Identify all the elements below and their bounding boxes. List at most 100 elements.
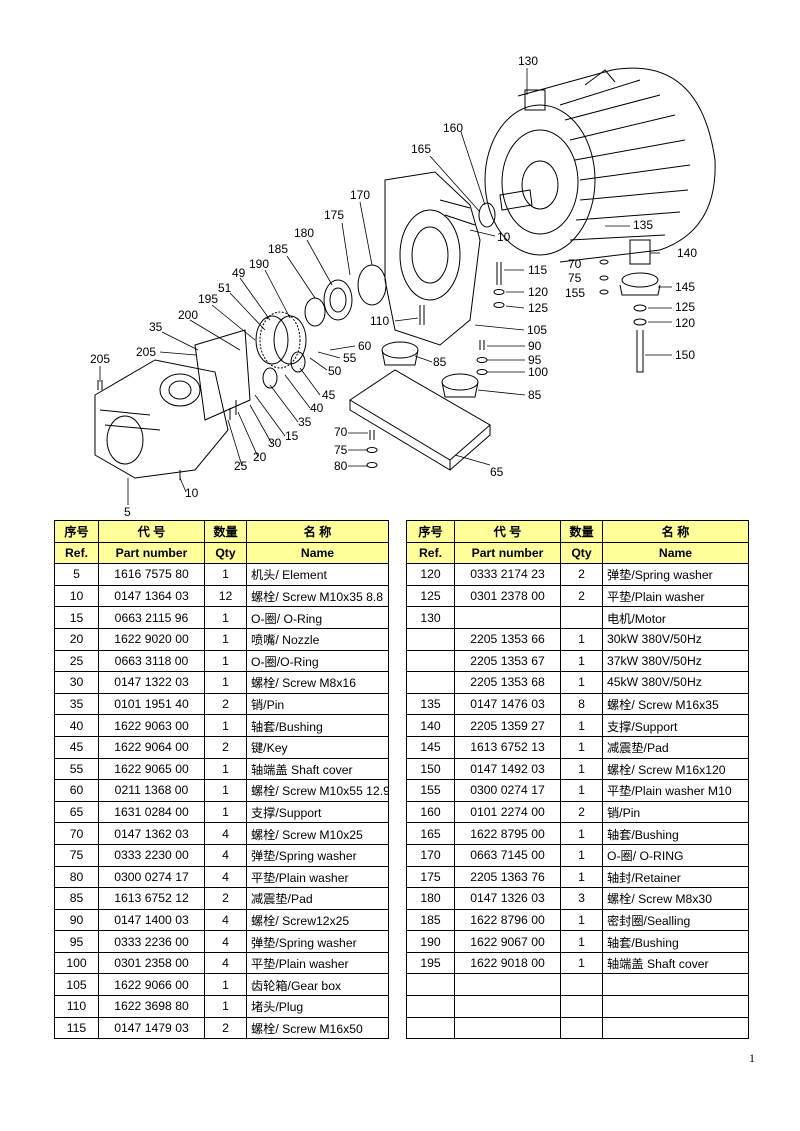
name-cell: 密封圈/Sealling: [602, 908, 749, 932]
part-number-cell: 2205 1353 67: [454, 649, 561, 673]
ref-cell: 45: [54, 735, 99, 759]
ref-cell: 135: [406, 692, 455, 716]
qty-cell: 2: [204, 887, 247, 910]
ref-cell: [406, 995, 455, 1018]
callout-label: 75: [568, 271, 582, 285]
qty-cell: 1: [204, 757, 247, 781]
name-cell: O-圈/ O-RING: [602, 843, 749, 867]
ref-cell: 140: [406, 714, 455, 737]
ref-cell: 125: [406, 584, 455, 608]
callout-label: 95: [528, 353, 542, 367]
part-number-cell: 0333 2230 00: [98, 843, 205, 867]
parts-table-left: 序号 代 号 数量 名 称 Ref. Part number Qty Name …: [54, 520, 389, 1040]
page-number: 1: [749, 1051, 755, 1065]
name-cell: 螺栓/ Screw12x25: [246, 908, 389, 932]
part-number-cell: 1622 9020 00: [98, 627, 205, 651]
name-cell: 电机/Motor: [602, 606, 749, 629]
qty-cell: 4: [204, 843, 247, 867]
qty-cell: 1: [560, 843, 603, 867]
callout-label: 49: [232, 266, 246, 280]
name-cell: O-圈/O-Ring: [246, 649, 389, 673]
ref-cell: [406, 973, 455, 997]
part-number-cell: 0300 0274 17: [98, 865, 205, 889]
part-number-cell: 1631 0284 00: [98, 800, 205, 824]
ref-cell: 115: [54, 1016, 99, 1040]
callout-label: 10: [497, 230, 511, 244]
qty-cell: 1: [204, 627, 247, 651]
name-cell: 平垫/Plain washer: [246, 951, 389, 975]
callout-label: 70: [334, 425, 348, 439]
part-number-cell: 0333 2236 00: [98, 930, 205, 953]
name-cell: 轴套/Bushing: [246, 714, 389, 737]
part-number-cell: 1622 9065 00: [98, 757, 205, 781]
callout-label: 115: [528, 263, 548, 277]
ref-cell: 175: [406, 865, 455, 889]
part-number-cell: 0147 1364 03: [98, 584, 205, 608]
callout-label: 140: [677, 246, 698, 260]
ref-cell: 110: [54, 995, 99, 1018]
callout-label: 150: [675, 348, 696, 362]
name-header-cn: 名 称: [246, 520, 389, 543]
callout-label: 85: [433, 355, 447, 369]
ref-cell: 35: [54, 692, 99, 716]
qty-cell: 2: [204, 692, 247, 716]
qty-cell: 1: [560, 714, 603, 737]
callout-label: 25: [234, 459, 248, 473]
name-cell: 螺栓/ Screw M16x35: [602, 692, 749, 716]
qty-cell: [560, 995, 603, 1018]
name-cell: 弹垫/Spring washer: [246, 930, 389, 953]
name-cell: 轴端盖 Shaft cover: [246, 757, 389, 781]
qty-cell: 1: [560, 822, 603, 845]
part-number-cell: 0101 2274 00: [454, 800, 561, 824]
header-row-en: Ref. Part number Qty Name: [54, 541, 389, 565]
ref-cell: 120: [406, 563, 455, 586]
ref-cell: 80: [54, 865, 99, 889]
qty-cell: 1: [204, 649, 247, 673]
ref-cell: 60: [54, 779, 99, 802]
part-number-cell: 0147 1362 03: [98, 822, 205, 845]
name-cell: [602, 1016, 749, 1040]
parts-table-right: 序号 代 号 数量 名 称 Ref. Part number Qty Name …: [406, 520, 749, 1040]
qty-cell: 1: [560, 908, 603, 932]
part-header-en: Part number: [454, 541, 561, 565]
part-number-cell: [454, 995, 561, 1018]
part-number-cell: 1622 3698 80: [98, 995, 205, 1018]
ref-cell: 85: [54, 887, 99, 910]
name-cell: 机头/ Element: [246, 563, 389, 586]
name-cell: 减震垫/Pad: [246, 887, 389, 910]
name-cell: 平垫/Plain washer M10: [602, 779, 749, 802]
qty-cell: 2: [204, 1016, 247, 1040]
qty-cell: 1: [560, 627, 603, 651]
header-row-en: Ref. Part number Qty Name: [406, 541, 749, 565]
name-cell: 30kW 380V/50Hz: [602, 627, 749, 651]
callout-label: 50: [328, 364, 342, 378]
part-number-cell: 0211 1368 00: [98, 779, 205, 802]
name-cell: 螺栓/ Screw M16x120: [602, 757, 749, 781]
callout-label: 70: [568, 257, 582, 271]
name-cell: O-圈/ O-Ring: [246, 606, 389, 629]
qty-cell: 2: [204, 735, 247, 759]
qty-cell: 2: [560, 563, 603, 586]
ref-header-cn: 序号: [54, 520, 99, 543]
qty-cell: 4: [204, 951, 247, 975]
ref-cell: 190: [406, 930, 455, 953]
name-header-en: Name: [246, 541, 389, 565]
name-cell: 轴套/Bushing: [602, 930, 749, 953]
ref-cell: 130: [406, 606, 455, 629]
